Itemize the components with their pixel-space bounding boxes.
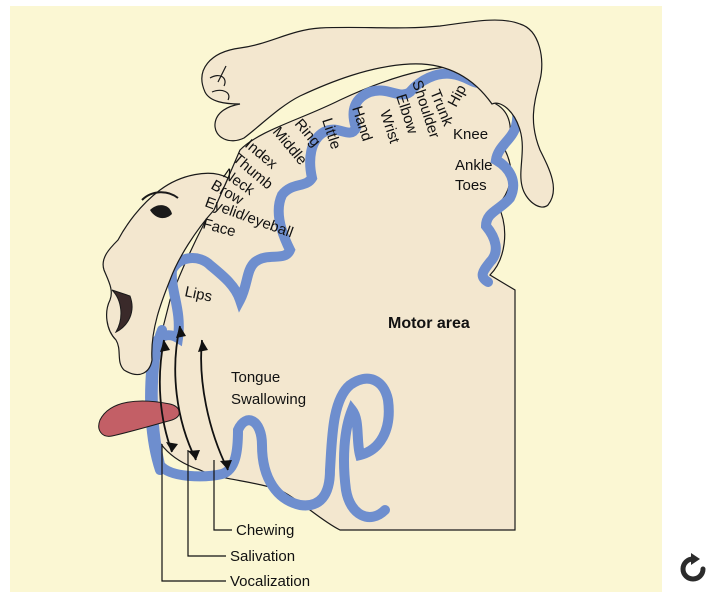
reload-icon	[676, 552, 710, 586]
label-swallowing: Swallowing	[231, 391, 306, 408]
label-vocalization: Vocalization	[230, 573, 310, 590]
label-tongue: Tongue	[231, 369, 280, 386]
motor-area-label: Motor area	[388, 315, 470, 332]
label-knee: Knee	[453, 126, 488, 143]
label-ankle: Ankle	[455, 157, 493, 174]
label-chewing: Chewing	[236, 522, 294, 539]
label-toes: Toes	[455, 177, 487, 194]
reload-button[interactable]	[676, 552, 710, 586]
label-salivation: Salivation	[230, 548, 295, 565]
